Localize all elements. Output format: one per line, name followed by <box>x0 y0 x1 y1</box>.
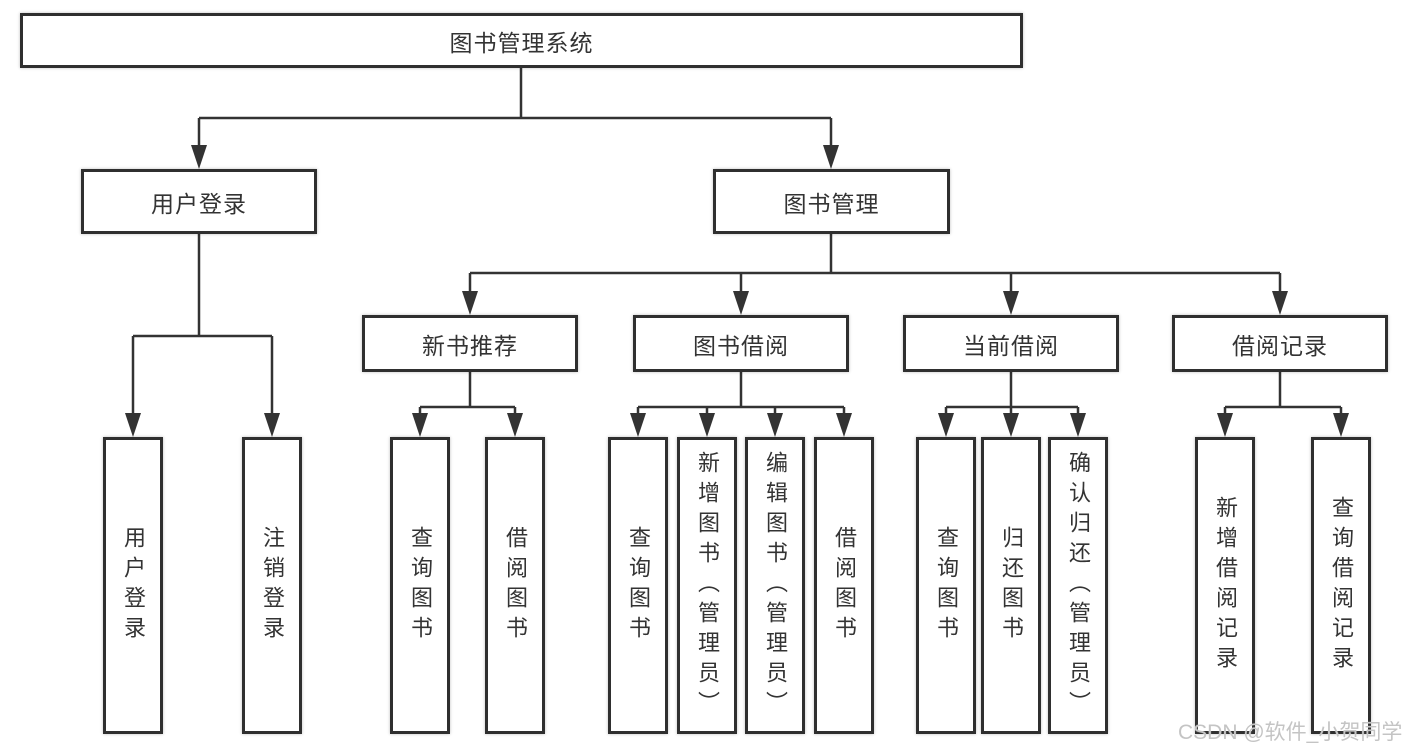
node-leaf-query-borrow-record: 查询借阅记录 <box>1311 437 1371 734</box>
node-leaf-add-borrow-record: 新增借阅记录 <box>1195 437 1255 734</box>
node-user-login-label: 用户登录 <box>151 190 247 217</box>
arrowhead-icons <box>125 145 1349 437</box>
node-leaf-query-books-current-label: 查询图书 <box>934 525 959 646</box>
node-library-system: 图书管理系统 <box>20 13 1023 68</box>
node-leaf-return-books: 归还图书 <box>981 437 1041 734</box>
node-leaf-user-login-label: 用户登录 <box>121 525 146 646</box>
node-leaf-logout: 注销登录 <box>242 437 302 734</box>
tree-edges <box>131 68 1343 418</box>
node-book-borrow-label: 图书借阅 <box>693 332 789 359</box>
node-book-borrow: 图书借阅 <box>633 315 849 372</box>
node-library-system-label: 图书管理系统 <box>449 29 594 56</box>
node-leaf-logout-label: 注销登录 <box>260 525 285 646</box>
node-leaf-confirm-return-admin: 确认归还（管理员） <box>1048 437 1108 734</box>
node-borrow-records: 借阅记录 <box>1172 315 1388 372</box>
node-leaf-borrow-books-recommend-label: 借阅图书 <box>503 525 528 646</box>
node-leaf-borrow-books: 借阅图书 <box>814 437 874 734</box>
node-book-management-label: 图书管理 <box>783 190 880 217</box>
node-leaf-query-books-borrow: 查询图书 <box>608 437 668 734</box>
node-current-borrow-label: 当前借阅 <box>963 332 1059 359</box>
node-user-login: 用户登录 <box>81 169 317 234</box>
node-leaf-query-books-recommend: 查询图书 <box>390 437 450 734</box>
node-leaf-add-book-admin-label: 新增图书（管理员） <box>695 450 720 721</box>
watermark-text: CSDN @软件_小贺同学 <box>1178 721 1403 744</box>
node-leaf-query-books-current: 查询图书 <box>916 437 976 734</box>
node-leaf-confirm-return-admin-label: 确认归还（管理员） <box>1066 450 1091 721</box>
node-new-book-recommend-label: 新书推荐 <box>422 332 518 359</box>
node-leaf-query-borrow-record-label: 查询借阅记录 <box>1329 495 1354 676</box>
node-book-management: 图书管理 <box>713 169 950 234</box>
node-leaf-user-login: 用户登录 <box>103 437 163 734</box>
node-leaf-edit-book-admin-label: 编辑图书（管理员） <box>763 450 788 721</box>
node-leaf-query-books-borrow-label: 查询图书 <box>626 525 651 646</box>
node-current-borrow: 当前借阅 <box>903 315 1119 372</box>
node-leaf-return-books-label: 归还图书 <box>999 525 1024 646</box>
node-leaf-borrow-books-recommend: 借阅图书 <box>485 437 545 734</box>
node-leaf-edit-book-admin: 编辑图书（管理员） <box>745 437 805 734</box>
node-leaf-borrow-books-label: 借阅图书 <box>832 525 857 646</box>
node-new-book-recommend: 新书推荐 <box>362 315 578 372</box>
node-leaf-add-book-admin: 新增图书（管理员） <box>677 437 737 734</box>
node-leaf-query-books-recommend-label: 查询图书 <box>408 525 433 646</box>
node-leaf-add-borrow-record-label: 新增借阅记录 <box>1213 495 1238 676</box>
node-borrow-records-label: 借阅记录 <box>1232 332 1328 359</box>
